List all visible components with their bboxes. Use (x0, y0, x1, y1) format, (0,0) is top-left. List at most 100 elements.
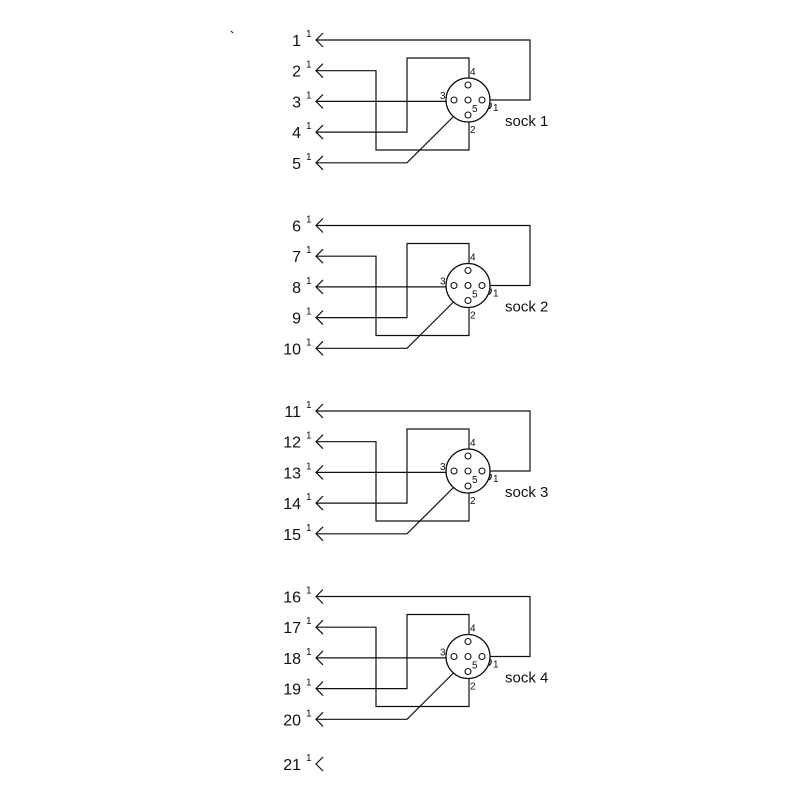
socket-key-mark (488, 473, 492, 481)
socket-key-mark (488, 659, 492, 666)
pin-label-5: 5 (472, 104, 478, 115)
wire-pin-5 (316, 472, 469, 535)
pin-label-3: 3 (440, 648, 446, 659)
terminal-number: 21 (283, 757, 301, 774)
terminal-arrow (315, 526, 324, 542)
wire-pin-5 (316, 658, 469, 720)
terminal-number: 3 (292, 94, 301, 111)
terminal-superscript: 1 (306, 400, 312, 411)
terminal-arrow (315, 434, 324, 450)
pin-label-3: 3 (440, 277, 446, 288)
terminal-arrow (315, 340, 324, 356)
socket-label: sock 3 (505, 484, 548, 501)
wire-pin-5 (316, 287, 469, 349)
terminal-superscript: 1 (306, 245, 312, 256)
wire-pin-1 (316, 224, 531, 287)
terminal-superscript: 1 (306, 215, 312, 226)
pin-label-5: 5 (472, 290, 478, 301)
pin-label-2: 2 (470, 311, 476, 322)
wire-pin-4 (316, 613, 470, 690)
terminal-number: 4 (292, 125, 301, 142)
wire-pin-2 (316, 255, 470, 337)
terminal-arrow (315, 464, 324, 480)
terminal-arrow (315, 589, 324, 604)
pin-label-4: 4 (470, 67, 476, 78)
pin-label-1: 1 (493, 474, 499, 485)
terminal-superscript: 1 (306, 753, 312, 764)
terminal-number: 1 (292, 33, 301, 50)
wire-pin-2 (316, 70, 470, 151)
terminal-arrow (315, 124, 324, 140)
terminal-arrow (315, 619, 324, 635)
socket-label: sock 1 (505, 113, 548, 130)
pin-label-3: 3 (440, 462, 446, 473)
wire-pin-4 (316, 428, 470, 504)
terminal-superscript: 1 (306, 90, 312, 101)
wire-pin-1 (316, 410, 531, 472)
terminal-number: 16 (283, 590, 301, 607)
terminal-arrow (315, 93, 324, 109)
socket-key-mark (488, 288, 492, 295)
terminal-superscript: 1 (306, 431, 312, 442)
pin-1-hole (478, 467, 486, 475)
pin-label-5: 5 (472, 475, 478, 486)
terminal-superscript: 1 (306, 586, 312, 597)
pin-label-1: 1 (493, 103, 499, 114)
socket-label: sock 4 (505, 670, 548, 687)
terminal-arrow (315, 681, 324, 697)
terminal-arrow (315, 155, 324, 171)
wire-pin-1 (316, 39, 531, 101)
terminal-arrow (315, 403, 324, 419)
terminal-number: 20 (283, 712, 301, 729)
terminal-superscript: 1 (306, 60, 312, 71)
terminal-superscript: 1 (306, 523, 312, 534)
terminal-number: 14 (283, 496, 301, 513)
wire-pin-2 (316, 626, 470, 708)
pin-5-hole (464, 281, 472, 290)
terminal-number: 18 (283, 651, 301, 668)
terminal-16: 16 1 (283, 586, 324, 607)
terminal-19: 19 1 (283, 678, 324, 699)
terminal-number: 19 (283, 682, 301, 699)
terminal-arrow (315, 218, 324, 233)
pin-label-1: 1 (493, 660, 499, 671)
pin-3-hole (450, 467, 458, 475)
wire-pin-4 (316, 242, 470, 319)
wire-pin-2 (316, 441, 470, 522)
terminal-arrow (315, 248, 324, 264)
terminal-arrow (315, 32, 324, 48)
pin-1-hole (478, 652, 486, 661)
pin-1-hole (478, 281, 486, 290)
pin-label-4: 4 (470, 624, 476, 635)
terminal-arrow (315, 310, 324, 326)
terminal-superscript: 1 (306, 276, 312, 287)
pin-label-4: 4 (470, 253, 476, 264)
pin-4-hole (464, 266, 472, 275)
pin-4-hole (464, 81, 472, 89)
pin-label-2: 2 (470, 496, 476, 507)
wire-pin-1 (316, 595, 531, 658)
terminal-superscript: 1 (306, 29, 312, 40)
stray-mark (230, 30, 234, 34)
terminal-number: 12 (283, 435, 301, 452)
terminal-superscript: 1 (306, 152, 312, 163)
pin-5-hole (464, 467, 472, 475)
terminal-superscript: 1 (306, 492, 312, 503)
terminal-arrow (315, 63, 324, 79)
terminal-arrow (315, 711, 324, 727)
terminal-arrow (315, 279, 324, 295)
wire-pin-5 (316, 101, 469, 164)
terminal-superscript: 1 (306, 678, 312, 689)
terminal-number: 15 (283, 527, 301, 544)
terminal-15: 15 1 (283, 523, 324, 544)
